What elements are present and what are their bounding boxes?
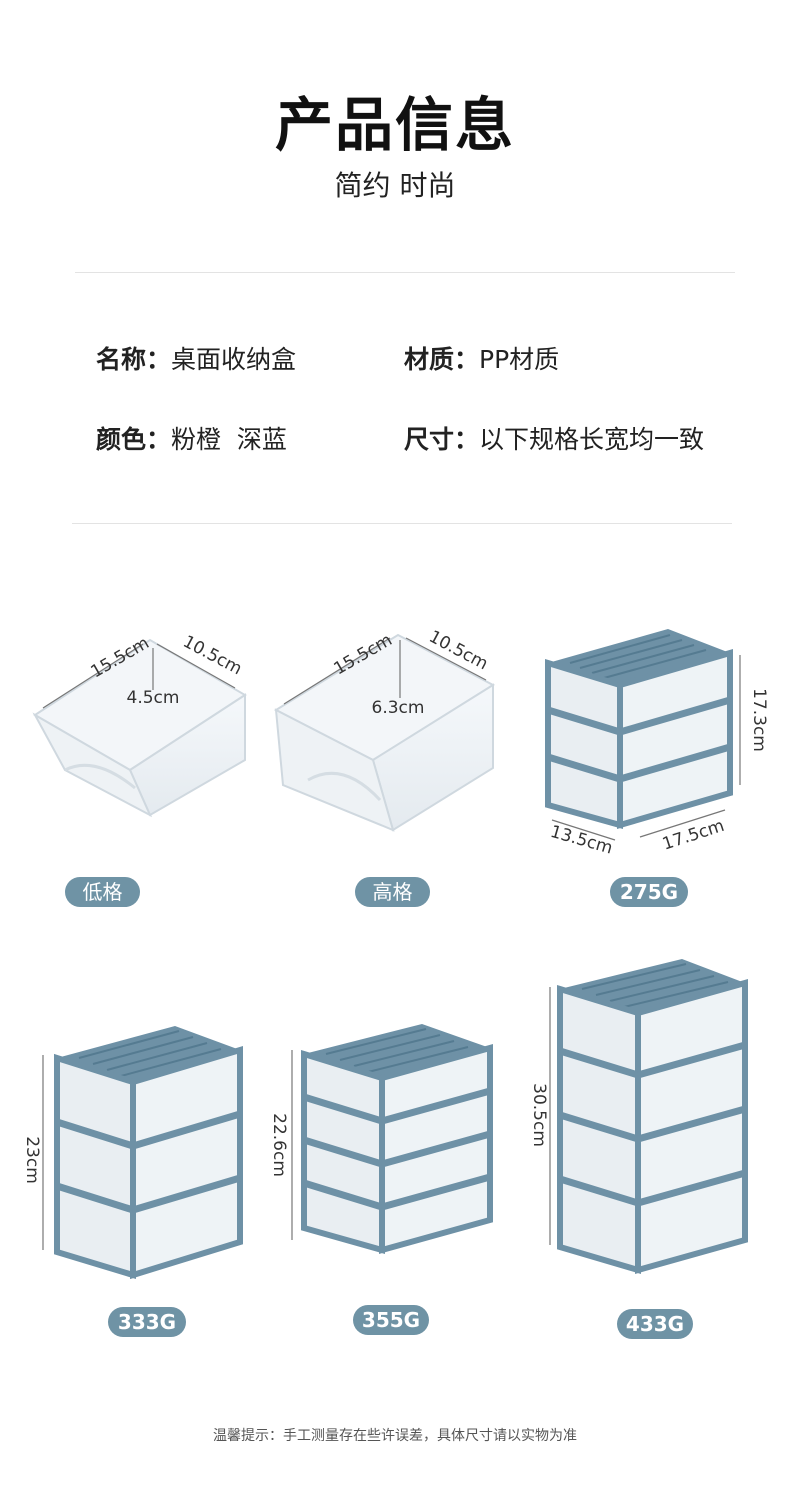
info-material-value: PP材质 (479, 345, 560, 374)
cabinet-4-small-height: 22.6cm (269, 1113, 289, 1177)
cabinet-4-small-badge: 355G (353, 1305, 429, 1335)
divider-top (75, 272, 735, 273)
cabinet-3-small-depth: 13.5cm (548, 822, 615, 859)
cabinet-4-image: 30.5cm (529, 959, 748, 1275)
cabinet-3-small-width: 17.5cm (660, 816, 727, 855)
info-size-label: 尺寸： (404, 425, 480, 454)
info-material: 材质：PP材质 (404, 340, 559, 376)
high-drawer-image: 15.5cm 10.5cm 6.3cm (273, 627, 496, 832)
width-arrow (639, 809, 726, 838)
info-size: 尺寸：以下规格长宽均一致 (404, 420, 704, 456)
width-arrow (405, 637, 487, 681)
divider-middle (72, 523, 732, 524)
info-color-label: 颜色： (96, 425, 172, 454)
high-drawer-badge: 高格 (355, 877, 430, 907)
info-material-label: 材质： (404, 345, 480, 374)
depth-arrow (551, 819, 616, 841)
length-arrow (283, 637, 391, 705)
cabinet-3-image: 23cm (22, 1026, 243, 1280)
cabinet-4-badge: 433G (617, 1309, 693, 1339)
info-name: 名称：桌面收纳盒 (96, 340, 296, 376)
page-title: 产品信息 (274, 91, 515, 159)
info-color-value: 粉橙 深蓝 (171, 425, 287, 454)
width-arrow (156, 643, 236, 689)
cabinet-3-small-badge: 275G (610, 877, 688, 907)
low-drawer-badge: 低格 (65, 877, 140, 907)
low-drawer-height: 4.5cm (127, 688, 180, 708)
high-drawer-height: 6.3cm (372, 698, 425, 718)
info-name-label: 名称： (96, 345, 172, 374)
info-name-value: 桌面收纳盒 (171, 345, 297, 374)
cabinet-3-badge: 333G (108, 1307, 186, 1337)
page-subtitle: 简约 时尚 (334, 169, 456, 202)
cabinet-3-small-image: 17.3cm 13.5cm 17.5cm (545, 629, 769, 859)
footer-note: 温馨提示：手工测量存在些许误差，具体尺寸请以实物为准 (213, 1428, 577, 1444)
cabinet-4-small-image: 22.6cm (269, 1024, 493, 1254)
info-size-value: 以下规格长宽均一致 (479, 425, 705, 454)
cabinet-3-height: 23cm (22, 1136, 42, 1184)
low-drawer-image: 15.5cm 10.5cm 4.5cm (32, 632, 247, 818)
cabinet-4-height: 30.5cm (529, 1083, 549, 1147)
cabinet-3-small-height: 17.3cm (749, 688, 769, 752)
info-color: 颜色：粉橙 深蓝 (96, 420, 287, 456)
length-arrow (42, 643, 144, 709)
